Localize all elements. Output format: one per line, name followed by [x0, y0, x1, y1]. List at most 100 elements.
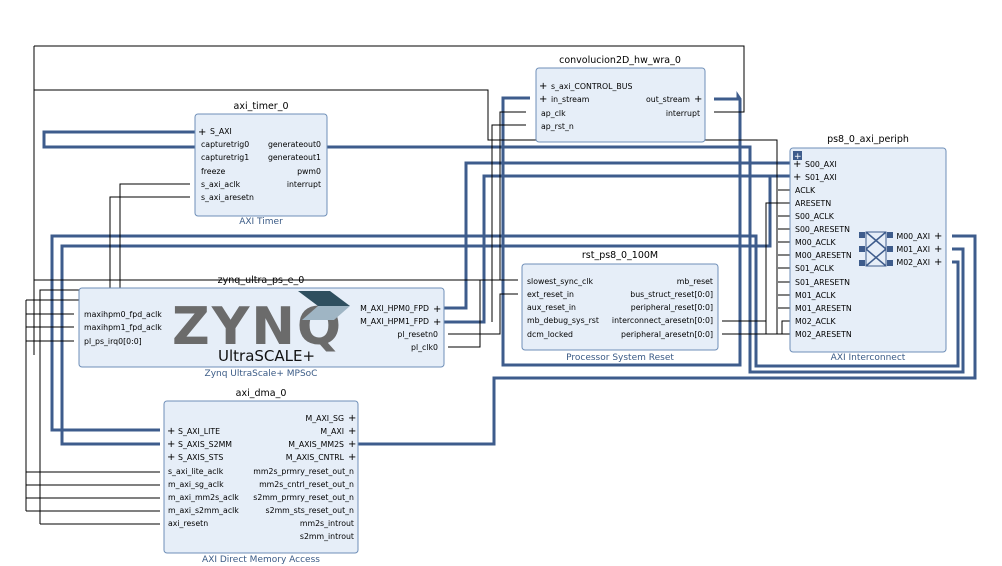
port-list-right: generateout0 generateout1 pwm0 interrupt — [268, 140, 321, 189]
port-label: S_AXI_LITE — [178, 427, 220, 436]
port-label: s_axi_CONTROL_BUS — [551, 82, 632, 91]
port-label: mb_reset — [677, 277, 713, 286]
block-body[interactable] — [194, 113, 328, 217]
port-list-right: M_AXI_HPM0_FPD M_AXI_HPM1_FPD pl_resetn0… — [360, 304, 438, 352]
port-label: ap_rst_n — [541, 122, 574, 131]
block-title: rst_ps8_0_100M — [582, 250, 658, 261]
port-label: m_axi_mm2s_aclk — [168, 493, 239, 502]
port-label: s_axi_aclk — [201, 180, 241, 189]
port-label: M_AXIS_CNTRL — [286, 453, 345, 462]
port-label: peripheral_reset[0:0] — [631, 303, 713, 312]
plus-icon[interactable]: + — [348, 426, 356, 437]
plus-icon[interactable]: + — [793, 159, 801, 170]
port-label: s_axi_aresetn — [201, 193, 254, 202]
block-subtitle: AXI Timer — [239, 217, 283, 227]
port-label: mb_debug_sys_rst — [527, 316, 599, 325]
port-label: mm2s_introut — [300, 519, 354, 528]
block-title: axi_dma_0 — [236, 388, 287, 399]
port-label: maxihpm1_fpd_aclk — [84, 323, 162, 332]
block-subtitle: AXI Interconnect — [831, 353, 906, 363]
block-title: axi_timer_0 — [234, 101, 289, 112]
block-title: zynq_ultra_ps_e_0 — [218, 275, 305, 286]
port-label: pl_resetn0 — [397, 330, 438, 339]
port-label: ext_reset_in — [527, 290, 574, 299]
collapse-icon[interactable] — [793, 151, 802, 160]
port-label: interrupt — [666, 109, 700, 118]
port-label: interconnect_aresetn[0:0] — [612, 316, 713, 325]
plus-icon[interactable]: + — [433, 304, 441, 315]
port-label: s_axi_lite_aclk — [168, 467, 224, 476]
plus-icon[interactable]: + — [167, 426, 175, 437]
port-label: M01_AXI — [896, 245, 930, 254]
block-title: ps8_0_axi_periph — [827, 134, 909, 145]
port-list-left: maxihpm0_fpd_aclk maxihpm1_fpd_aclk pl_p… — [84, 310, 162, 346]
block-body[interactable] — [163, 400, 359, 554]
port-label: interrupt — [287, 180, 321, 189]
port-label: bus_struct_reset[0:0] — [630, 290, 713, 299]
block-title: convolucion2D_hw_wra_0 — [559, 55, 681, 66]
port-label: S01_AXI — [805, 173, 837, 182]
plus-icon[interactable]: + — [694, 94, 702, 105]
port-label: s2mm_sts_reset_out_n — [266, 506, 355, 515]
block-subtitle: Zynq UltraScale+ MPSoC — [205, 369, 318, 379]
plus-icon[interactable]: + — [348, 439, 356, 450]
port-label: S_AXI — [210, 127, 232, 136]
plus-icon[interactable]: + — [539, 81, 547, 92]
plus-icon[interactable]: + — [433, 317, 441, 328]
port-label: slowest_sync_clk — [527, 277, 593, 286]
port-label: pwm0 — [297, 167, 321, 176]
port-label: M00_AXI — [896, 232, 930, 241]
block-body[interactable] — [535, 67, 706, 143]
port-label: out_stream — [646, 95, 690, 104]
plus-icon[interactable]: + — [539, 94, 547, 105]
port-label: M01_ACLK — [795, 291, 837, 300]
plus-icon[interactable]: + — [167, 452, 175, 463]
port-label: peripheral_aresetn[0:0] — [621, 330, 713, 339]
plus-icon[interactable]: + — [934, 231, 942, 242]
block-subtitle: AXI Direct Memory Access — [202, 555, 320, 565]
block-processor-system-reset[interactable]: rst_ps8_0_100M slowest_sync_clk ext_rese… — [521, 250, 719, 363]
port-list-right: out_stream interrupt — [646, 95, 700, 118]
block-axi-interconnect[interactable]: ps8_0_axi_periph + S00_AXI S01_AXI ACLK … — [789, 134, 947, 363]
port-label: s2mm_prmry_reset_out_n — [253, 493, 354, 502]
plus-icon[interactable]: + — [348, 413, 356, 424]
port-label: m_axi_sg_aclk — [168, 480, 224, 489]
signal-connections — [25, 45, 790, 525]
block-axi-dma[interactable]: axi_dma_0 S_AXI_LITE S_AXIS_S2MM S_AXIS_… — [163, 388, 359, 565]
port-list-right: M00_AXI M01_AXI M02_AXI — [896, 232, 930, 267]
plus-icon[interactable]: + — [934, 257, 942, 268]
port-label: ARESETN — [795, 199, 831, 208]
block-axi-timer[interactable]: axi_timer_0 S_AXI capturetrig0 capturetr… — [194, 101, 328, 227]
port-label: S01_ARESETN — [795, 278, 850, 287]
port-list-right: M_AXI_SG M_AXI M_AXIS_MM2S M_AXIS_CNTRL … — [253, 414, 354, 541]
port-label: M00_ACLK — [795, 238, 837, 247]
port-label: in_stream — [551, 95, 589, 104]
port-label: S_AXIS_STS — [178, 453, 223, 462]
block-body[interactable] — [78, 287, 445, 368]
block-zynq-mpsoc[interactable]: zynq_ultra_ps_e_0 ZYNQ UltraSCALE+ maxih… — [78, 275, 445, 379]
port-label: generateout0 — [268, 140, 321, 149]
plus-icon[interactable]: + — [348, 452, 356, 463]
port-label: S00_ARESETN — [795, 225, 850, 234]
port-label: freeze — [201, 167, 225, 176]
plus-icon: + — [794, 152, 802, 162]
port-label: S_AXIS_S2MM — [178, 440, 232, 449]
port-list-left: S_AXI_LITE S_AXIS_S2MM S_AXIS_STS s_axi_… — [168, 427, 239, 528]
logo-text: ZYNQ — [172, 297, 343, 357]
port-label: capturetrig1 — [201, 153, 249, 162]
crossbar-icon — [859, 231, 893, 267]
port-label: M_AXI — [320, 427, 344, 436]
bus-connections — [42, 91, 977, 446]
plus-icon[interactable]: + — [793, 172, 801, 183]
port-label: M02_ARESETN — [795, 330, 852, 339]
port-label: S01_ACLK — [795, 264, 835, 273]
port-label: dcm_locked — [527, 330, 573, 339]
plus-icon[interactable]: + — [934, 244, 942, 255]
block-body[interactable] — [521, 263, 719, 351]
block-convolucion2D[interactable]: convolucion2D_hw_wra_0 s_axi_CONTROL_BUS… — [535, 55, 706, 143]
plus-icon[interactable]: + — [167, 439, 175, 450]
logo-subtext: UltraSCALE+ — [218, 347, 315, 365]
plus-icon[interactable]: + — [198, 127, 206, 138]
port-label: M02_ACLK — [795, 317, 837, 326]
